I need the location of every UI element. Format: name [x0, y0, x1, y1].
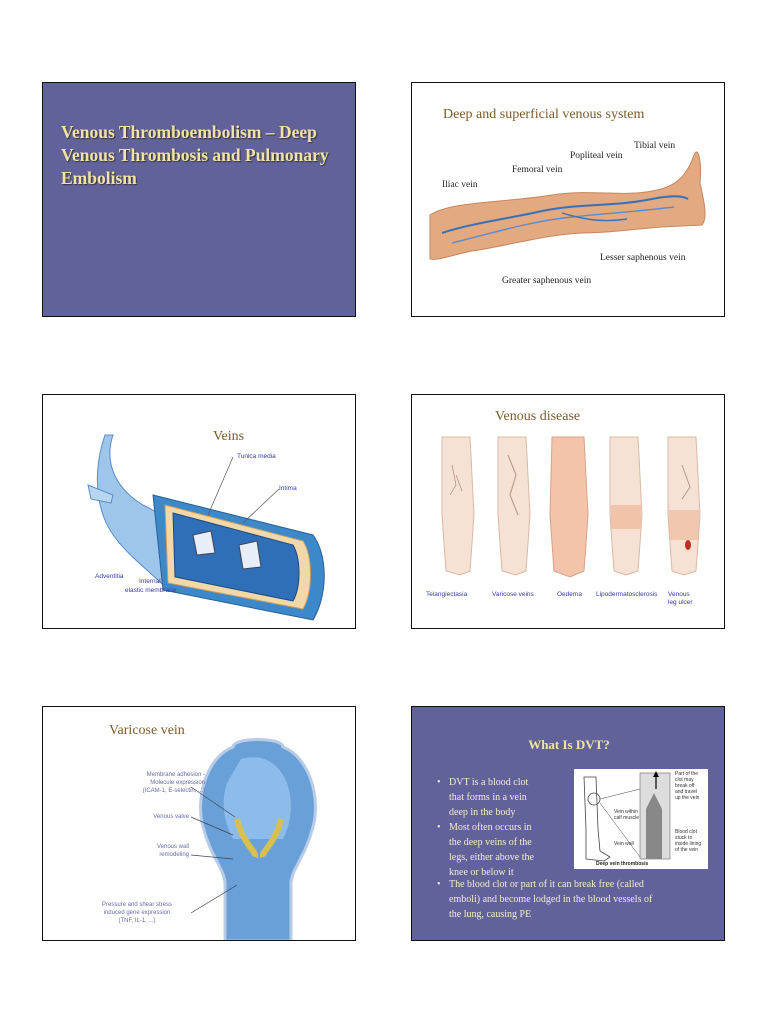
label-venous: Venous	[668, 591, 690, 598]
dvt-bullet-3: The blood clot or part of it can break f…	[437, 877, 719, 922]
label-tibial-vein: Tibial vein	[634, 141, 676, 151]
label-venous-valve: Venous valve	[153, 814, 189, 820]
label-lipodermatosclerosis: Lipodermatosclerosis	[596, 591, 658, 598]
label-intima: Intima	[279, 485, 297, 492]
slide-2: Deep and superficial venous system Tibia…	[411, 82, 725, 317]
slide-2-title: Deep and superficial venous system	[443, 107, 645, 122]
dvt-bullets-bottom: The blood clot or part of it can break f…	[437, 877, 719, 922]
label-elastic-membrane: elastic membrane	[125, 587, 177, 594]
label-tunica-media: Tunica media	[237, 453, 276, 460]
label-dvt-caption: Deep vein thrombosis	[596, 861, 649, 867]
label-vein-wall: Vein wall	[614, 841, 634, 847]
label-adventitia: Adventitia	[95, 573, 124, 580]
label-membrane-adhesion: Membrane adhesion -Molecule expression(I…	[142, 772, 205, 794]
slide-3-title: Veins	[213, 429, 245, 444]
label-lesser-saphenous: Lesser saphenous vein	[600, 253, 686, 263]
label-femoral-vein: Femoral vein	[512, 165, 563, 175]
label-greater-saphenous: Greater saphenous vein	[502, 276, 592, 286]
slide-1: Venous Thromboembolism – Deep Venous Thr…	[42, 82, 356, 317]
slide-5-title: Varicose vein	[109, 723, 185, 738]
slide-4: Venous disease Telangiectasia Varicose v…	[411, 394, 725, 629]
slide-4-title: Venous disease	[495, 409, 581, 424]
vein-cross-section-illustration	[87, 434, 325, 621]
label-varicose-veins: Varicose veins	[492, 591, 534, 598]
dvt-diagram	[583, 771, 671, 862]
slide-5: Varicose vein Membrane adhesion -Molecul…	[42, 706, 356, 941]
varicose-vein-illustration	[190, 738, 317, 940]
slide-1-title: Venous Thromboembolism – Deep Venous Thr…	[61, 122, 329, 188]
label-oedema: Oedema	[557, 591, 582, 598]
venous-disease-legs	[441, 436, 701, 578]
slide-6-title: What Is DVT?	[528, 737, 610, 752]
label-telangiectasia: Telangiectasia	[426, 591, 468, 598]
label-popliteal-vein: Popliteal vein	[570, 151, 623, 161]
label-iliac-vein: Iliac vein	[442, 180, 478, 190]
slide-3: Veins Tunica media Intima Adventitia Int…	[42, 394, 356, 629]
label-leg-ulcer: leg ulcer	[668, 599, 693, 606]
leg-venous-illustration	[429, 151, 706, 260]
label-internal: Internal	[139, 578, 161, 585]
